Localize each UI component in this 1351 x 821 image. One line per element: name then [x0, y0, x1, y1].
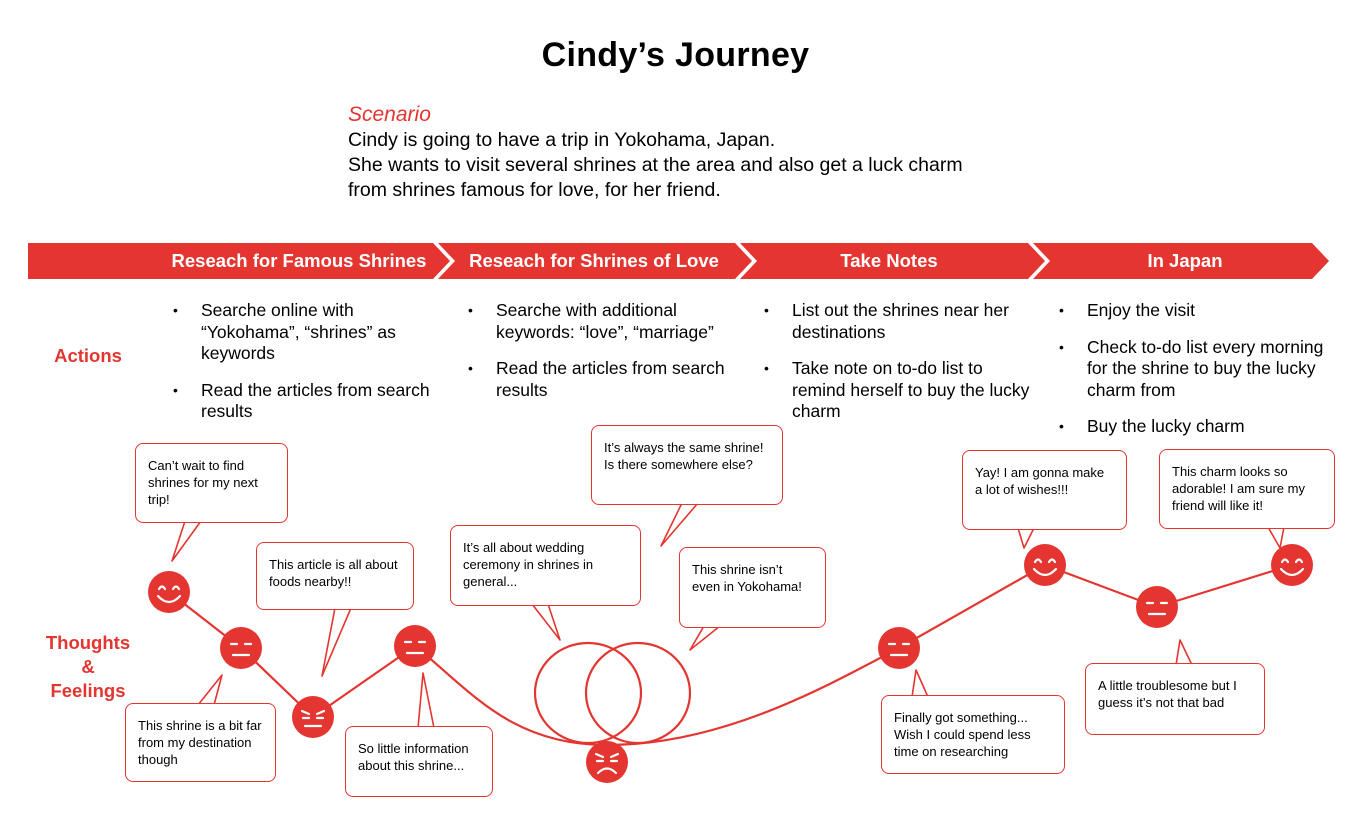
- stage-arrow: [28, 243, 450, 279]
- thought-bubble: This shrine isn’t even in Yokohama!: [679, 547, 826, 628]
- thought-bubble: It’s always the same shrine! Is there so…: [591, 425, 783, 505]
- sad-face-icon: [586, 741, 628, 783]
- actions-column: Searche online with “Yokohama”, “shrines…: [171, 300, 441, 438]
- neutral-face-icon: [1136, 586, 1178, 628]
- actions-column: Enjoy the visit Check to-do list every m…: [1057, 300, 1327, 453]
- stage-arrow: [1033, 243, 1329, 279]
- happy-face-icon: [1271, 544, 1313, 586]
- stage-label: Take Notes: [840, 250, 938, 271]
- bubble-tail: [171, 520, 202, 562]
- action-item: List out the shrines near her destinatio…: [762, 300, 1032, 343]
- thought-bubble: Yay! I am gonna make a lot of wishes!!!: [962, 450, 1127, 530]
- stage-arrow: [438, 243, 752, 279]
- stage-label: In Japan: [1147, 250, 1223, 271]
- loop-ellipse: [584, 641, 692, 745]
- stage-arrow: [740, 243, 1045, 279]
- action-item: Read the articles from search results: [466, 358, 741, 401]
- stage-arrows: [28, 243, 1329, 279]
- thoughts-label-line: &: [81, 656, 95, 677]
- scenario-label: Scenario: [348, 103, 431, 126]
- action-item: Check to-do list every morning for the s…: [1057, 337, 1327, 402]
- neutral-face-icon: [878, 627, 920, 669]
- action-item: Buy the lucky charm: [1057, 416, 1327, 438]
- bubble-tail: [531, 603, 561, 641]
- stage-label: Reseach for Shrines of Love: [469, 250, 719, 271]
- scenario-line: Cindy is going to have a trip in Yokoham…: [348, 129, 776, 151]
- thoughts-label-line: Thoughts: [45, 632, 131, 653]
- annoyed-face-icon: [292, 696, 334, 738]
- scenario: Scenario Cindy is going to have a trip i…: [348, 102, 1048, 203]
- journey-stages-band: Reseach for Famous Shrines Reseach for S…: [0, 243, 1351, 279]
- action-item: Take note on to-do list to remind hersel…: [762, 358, 1032, 423]
- happy-face-icon: [1024, 544, 1066, 586]
- bubble-tail: [321, 607, 352, 677]
- neutral-face-icon: [220, 627, 262, 669]
- thought-bubble: This article is all about foods nearby!!: [256, 542, 414, 610]
- loop-ellipse: [533, 641, 643, 745]
- stage-label: Reseach for Famous Shrines: [171, 250, 427, 271]
- action-item: Searche with additional keywords: “love”…: [466, 300, 741, 343]
- bubble-tail: [1175, 639, 1193, 666]
- actions-column: List out the shrines near her destinatio…: [762, 300, 1032, 438]
- thought-bubble: It’s all about wedding ceremony in shrin…: [450, 525, 641, 606]
- thought-bubble: Can’t wait to find shrines for my next t…: [135, 443, 288, 523]
- neutral-face-icon: [394, 625, 436, 667]
- thought-bubble: A little troublesome but I guess it’s no…: [1085, 663, 1265, 735]
- action-item: Enjoy the visit: [1057, 300, 1327, 322]
- thought-bubble: This shrine is a bit far from my destina…: [125, 703, 276, 782]
- thought-bubble: So little information about this shrine.…: [345, 726, 493, 797]
- bubble-tail: [911, 669, 929, 698]
- thought-bubble: This charm looks so adorable! I am sure …: [1159, 449, 1335, 529]
- bubble-tail: [417, 672, 435, 729]
- bubble-tail: [689, 625, 721, 651]
- happy-face-icon: [148, 571, 190, 613]
- action-item: Searche online with “Yokohama”, “shrines…: [171, 300, 441, 365]
- bubble-tail: [197, 674, 223, 706]
- scenario-line: from shrines famous for love, for her fr…: [348, 179, 721, 201]
- thoughts-label-line: Feelings: [50, 680, 126, 701]
- actions-row-label: Actions: [54, 345, 122, 366]
- page-title: Cindy’s Journey: [541, 36, 810, 74]
- action-item: Read the articles from search results: [171, 380, 441, 423]
- bubble-tail: [660, 502, 699, 547]
- actions-column: Searche with additional keywords: “love”…: [466, 300, 741, 416]
- thoughts-row-label: Thoughts & Feelings: [28, 631, 148, 703]
- scenario-line: She wants to visit several shrines at th…: [348, 154, 963, 176]
- thought-bubble: Finally got something... Wish I could sp…: [881, 695, 1065, 774]
